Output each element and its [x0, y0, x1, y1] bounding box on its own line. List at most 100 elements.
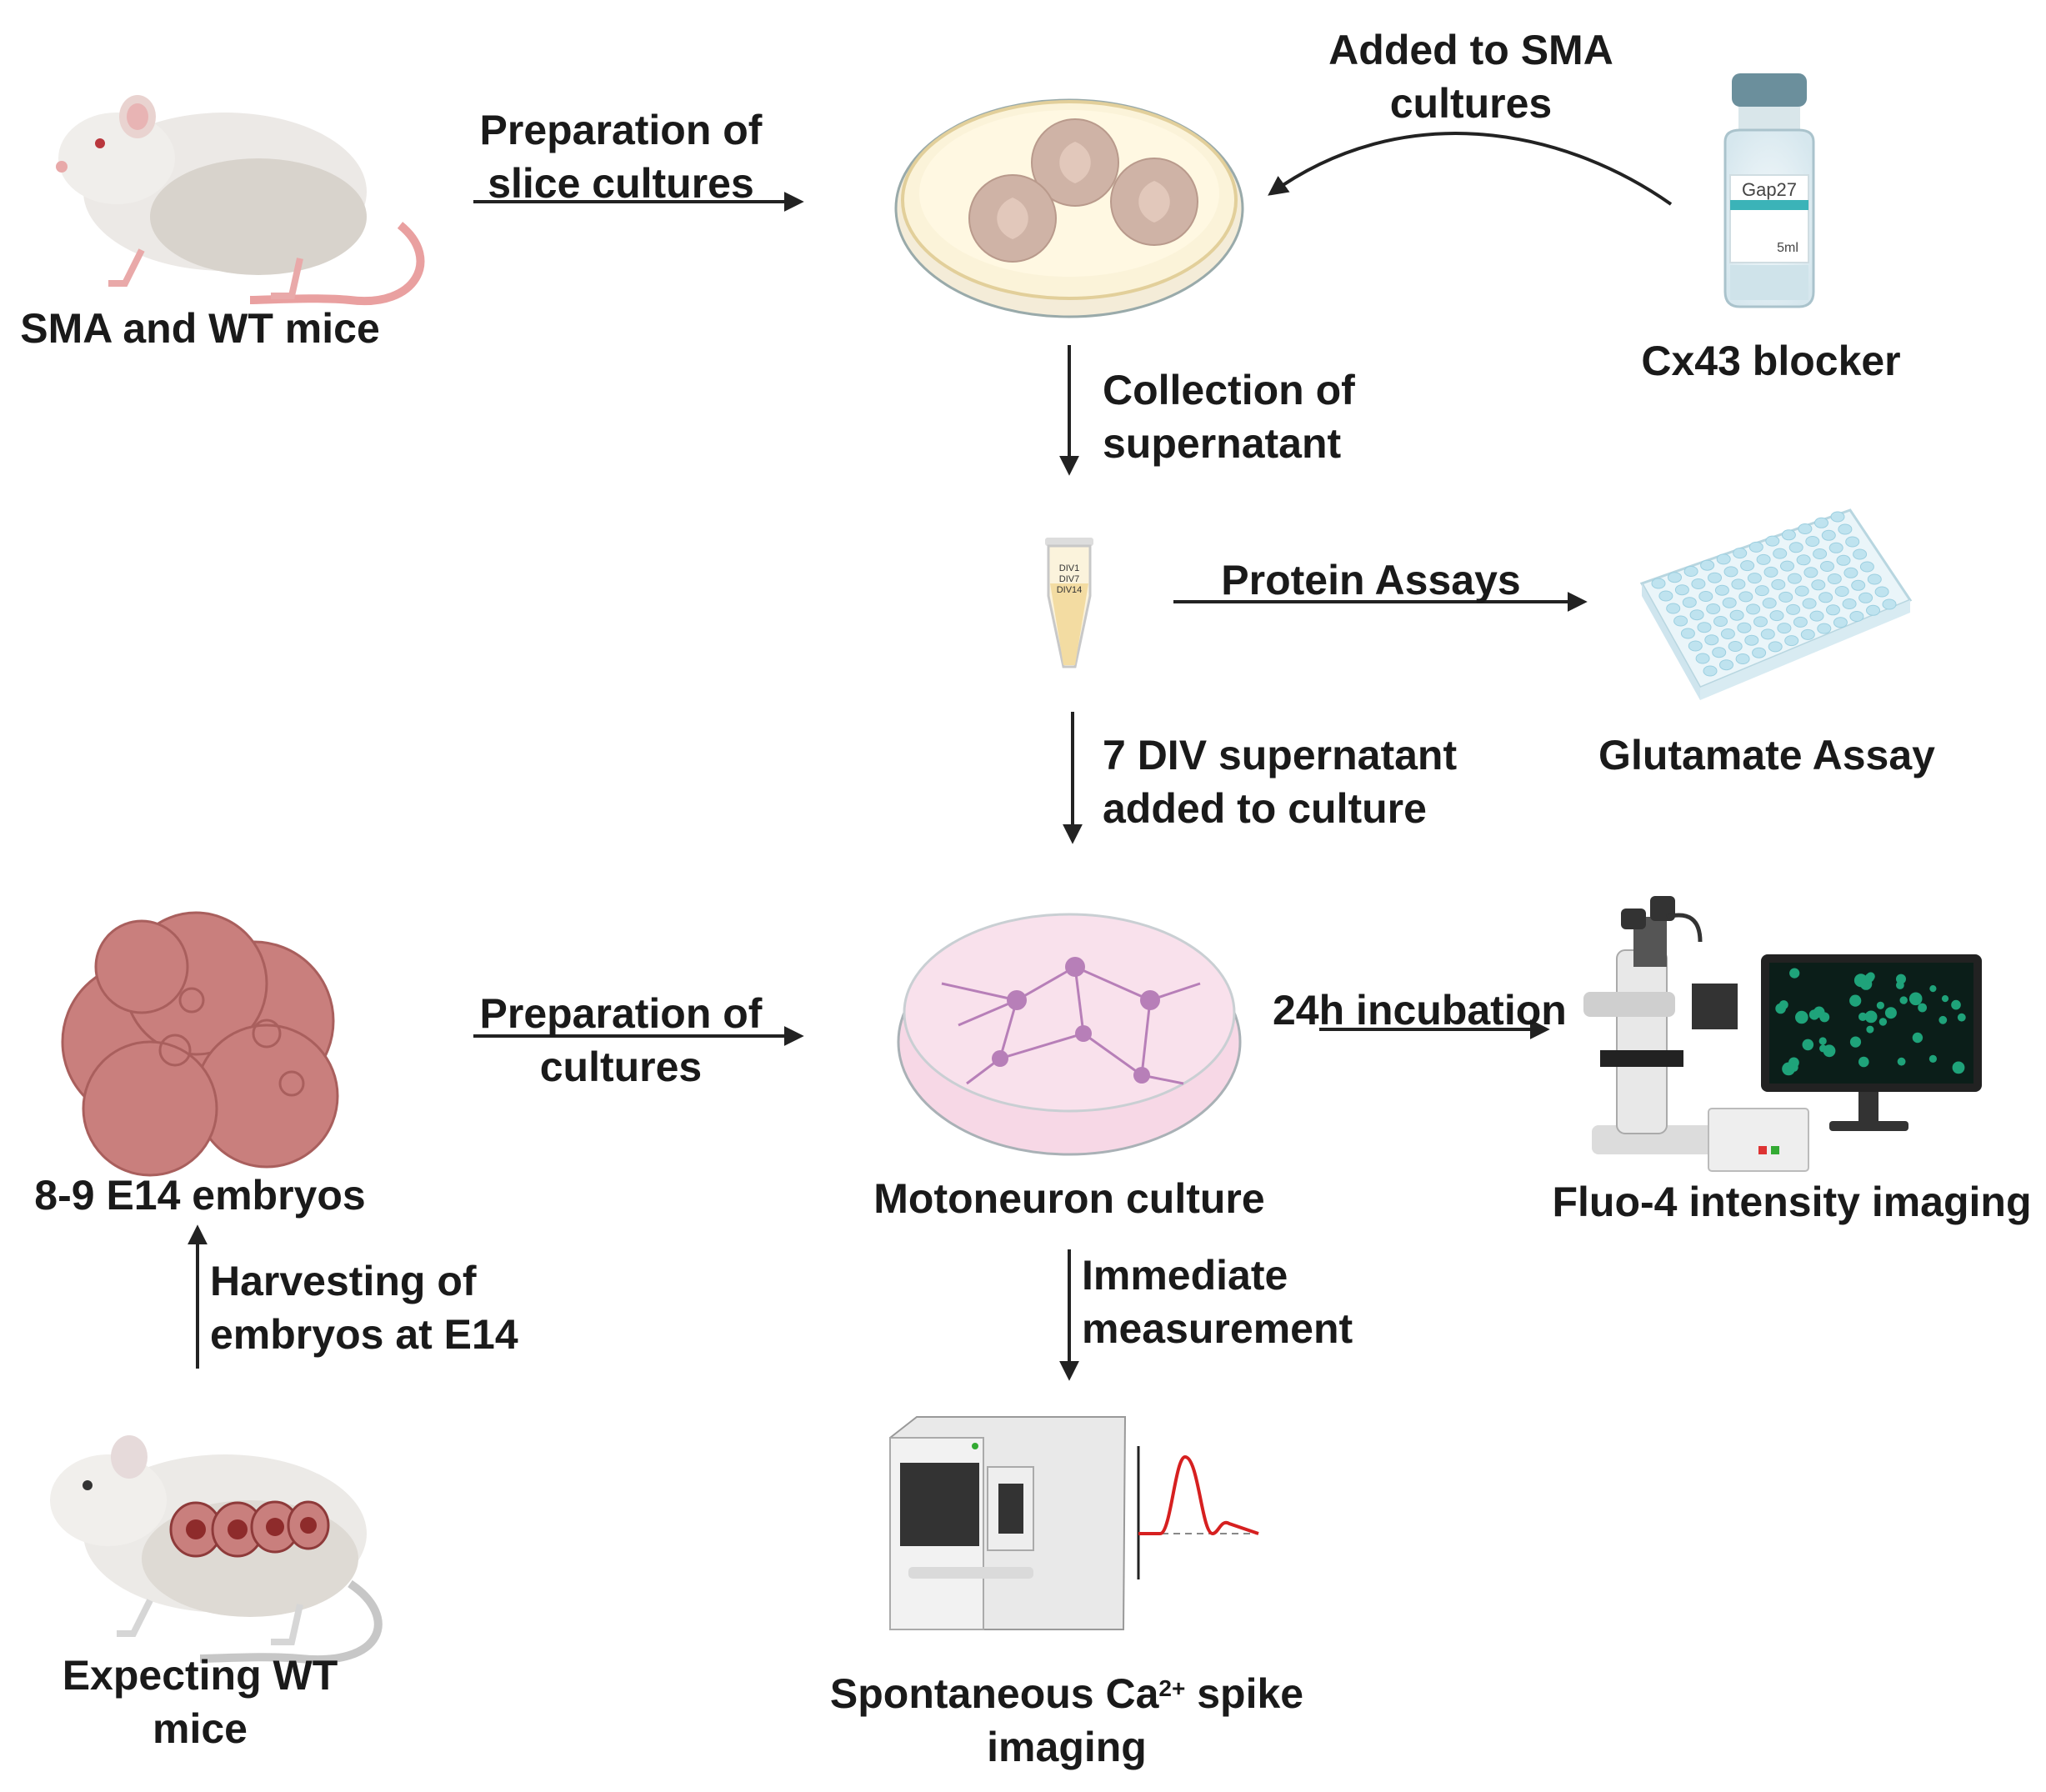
label-prep-slice: Preparation of slice cultures — [463, 103, 779, 210]
well — [1867, 573, 1882, 585]
label-added-sma-line1: Added to SMA — [1328, 27, 1613, 73]
mouse-icon — [56, 95, 425, 306]
label-expecting-line2: mice — [153, 1705, 248, 1752]
well — [1853, 548, 1868, 560]
fluorescent-cell — [1884, 1007, 1897, 1019]
well — [1691, 578, 1706, 589]
well — [1738, 591, 1753, 603]
well — [1682, 597, 1697, 608]
well — [1821, 529, 1836, 541]
well — [1794, 585, 1809, 597]
label-div-added-line2: added to culture — [1103, 785, 1427, 832]
tube-label-1: DIV1 — [1059, 563, 1079, 573]
well — [1814, 517, 1828, 528]
well — [1683, 566, 1698, 577]
well — [1882, 598, 1897, 610]
label-immediate-line1: Immediate — [1082, 1252, 1288, 1299]
tube-label-2: DIV7 — [1059, 574, 1079, 584]
well — [1756, 553, 1771, 565]
pregnant-mouse-icon — [50, 1435, 383, 1664]
fluorescent-cell — [1802, 1039, 1814, 1051]
well — [1706, 603, 1721, 614]
well — [1713, 616, 1728, 627]
imaging-instrument-icon — [889, 1416, 1259, 1630]
fluorescent-cell — [1858, 1012, 1868, 1021]
motoneuron-dish-icon — [897, 913, 1242, 1156]
well — [1834, 586, 1849, 597]
label-protein-assays: Protein Assays — [1221, 557, 1521, 603]
well — [1729, 609, 1744, 621]
well — [1697, 622, 1712, 633]
fluorescent-cell — [1866, 1025, 1874, 1034]
fluorescent-cell — [1849, 1036, 1862, 1048]
well — [1845, 536, 1860, 548]
well — [1763, 566, 1778, 578]
well — [1784, 635, 1799, 647]
well — [1836, 554, 1851, 566]
label-added-sma: Added to SMA cultures — [1296, 23, 1646, 130]
label-prep-slice-line1: Preparation of — [479, 107, 763, 153]
well — [1777, 623, 1792, 634]
fluorescent-cell — [1928, 1054, 1937, 1063]
well — [1828, 542, 1843, 553]
well — [1803, 567, 1818, 578]
well — [1786, 603, 1801, 615]
arrows — [188, 132, 1673, 1381]
well — [1680, 628, 1695, 639]
well — [1722, 597, 1737, 608]
label-harvesting-line1: Harvesting of — [210, 1258, 477, 1304]
well — [1833, 617, 1848, 628]
well — [1752, 647, 1767, 658]
label-div-added: 7 DIV supernatant added to culture — [1103, 728, 1486, 835]
well — [1668, 572, 1682, 583]
well — [1762, 598, 1777, 609]
label-expecting-line1: Expecting WT — [62, 1652, 338, 1699]
well — [1817, 623, 1832, 634]
well — [1820, 561, 1834, 572]
well — [1765, 535, 1780, 547]
vial-icon: Gap27 5ml — [1723, 73, 1815, 308]
label-added-sma-line2: cultures — [1389, 80, 1553, 127]
well — [1842, 598, 1857, 609]
well — [1708, 572, 1722, 583]
fluorescent-cell — [1952, 1061, 1965, 1074]
well — [1700, 559, 1715, 571]
well — [1714, 584, 1729, 596]
well — [1689, 609, 1704, 621]
well — [1666, 603, 1681, 614]
well — [1818, 592, 1833, 603]
label-glutamate-assay: Glutamate Assay — [1598, 732, 1935, 778]
fluorescent-cell — [1865, 973, 1874, 983]
label-collection-line2: supernatant — [1103, 420, 1342, 467]
label-prep-cultures: Preparation of cultures — [463, 987, 779, 1094]
fluorescent-cell — [1864, 1010, 1878, 1024]
fluorescent-cell — [1775, 1003, 1786, 1014]
fluorescent-cell — [1878, 1018, 1888, 1026]
well — [1704, 634, 1719, 646]
well — [1849, 611, 1864, 622]
well — [1753, 616, 1768, 628]
well — [1754, 585, 1769, 597]
well — [1769, 610, 1784, 622]
label-sma-wt-mice: SMA and WT mice — [20, 305, 380, 352]
well — [1811, 579, 1826, 591]
label-collection: Collection of supernatant — [1103, 363, 1453, 470]
fluorescent-cell — [1938, 1015, 1948, 1024]
fluorescent-cell — [1912, 1032, 1923, 1044]
well — [1673, 615, 1688, 627]
fluorescent-cell — [1929, 985, 1937, 993]
microscope-icon — [1583, 896, 1738, 1154]
label-motoneuron-culture: Motoneuron culture — [873, 1175, 1265, 1222]
well — [1746, 603, 1761, 615]
well — [1748, 541, 1763, 553]
well — [1830, 511, 1845, 523]
fluorescent-cell — [1858, 1056, 1869, 1068]
well — [1838, 523, 1853, 535]
label-embryos: 8-9 E14 embryos — [34, 1172, 366, 1219]
vial-volume: 5ml — [1777, 241, 1798, 255]
label-expecting: Expecting WT mice — [17, 1649, 383, 1755]
well — [1658, 590, 1673, 602]
label-collection-line1: Collection of — [1103, 367, 1355, 413]
well — [1688, 640, 1703, 652]
label-prep-cultures-line1: Preparation of — [479, 990, 763, 1037]
